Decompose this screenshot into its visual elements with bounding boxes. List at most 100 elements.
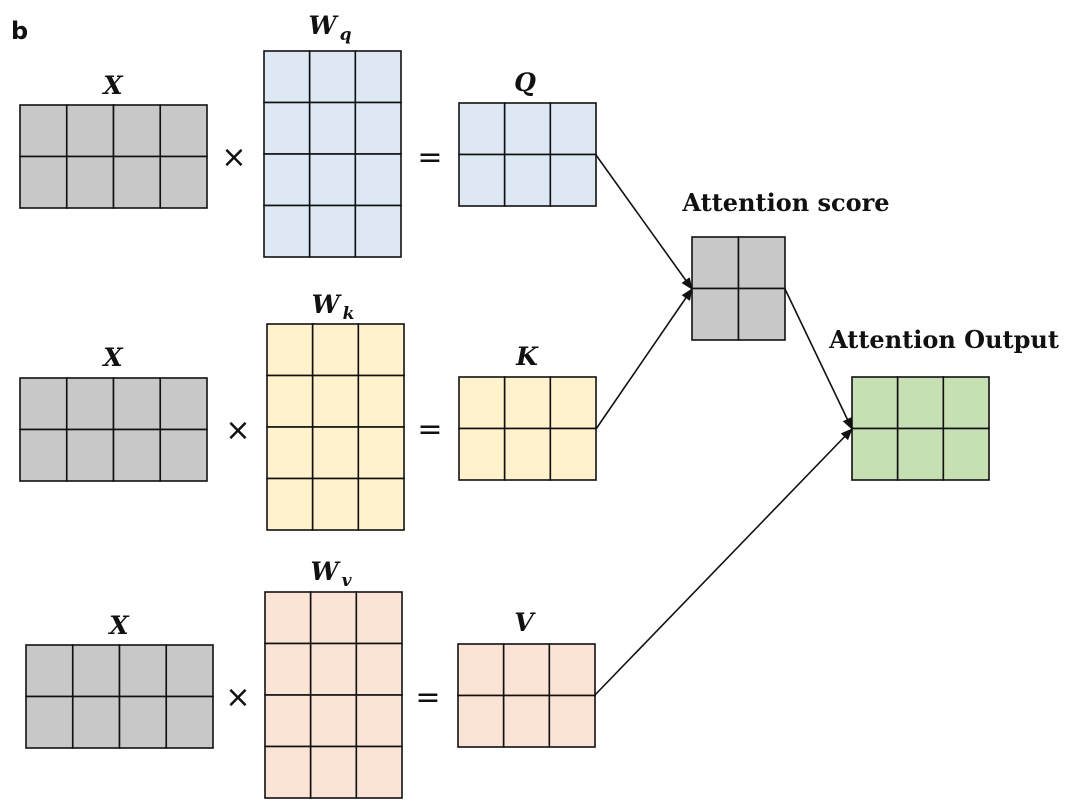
matrix-cell (354, 204, 402, 258)
matrix-cell (159, 428, 208, 482)
input-matrix (19, 104, 208, 209)
key-matrix (458, 376, 597, 481)
matrix-cell (458, 376, 506, 430)
input-matrix-label: X (101, 71, 124, 100)
matrix-cell (311, 323, 360, 377)
attention-output-title: Attention Output (828, 325, 1059, 354)
query-weight-matrix (263, 50, 402, 258)
matrix-cell (851, 376, 899, 430)
matrix-cell (354, 153, 402, 207)
matrix-cell (311, 426, 360, 480)
input-matrix (19, 377, 208, 482)
attention-score-matrix (691, 236, 786, 341)
weight-matrix-subscript: q (340, 25, 352, 45)
query-matrix-label: Q (514, 68, 536, 97)
matrix-cell (264, 694, 312, 748)
matrix-cell (549, 427, 597, 481)
multiply-sign: × (225, 680, 250, 715)
score-to-output-arrow (784, 288, 853, 430)
multiply-sign: × (225, 413, 250, 448)
matrix-cell (112, 428, 162, 482)
equals-sign: = (415, 680, 440, 715)
matrix-cell (942, 427, 990, 481)
matrix-cell (355, 642, 403, 696)
equals-sign: = (417, 140, 442, 175)
matrix-cell (266, 426, 314, 480)
matrix-cell (65, 377, 115, 431)
matrix-cell (263, 153, 311, 207)
matrix-cell (503, 376, 552, 430)
matrix-cell (311, 374, 360, 428)
matrix-cell (942, 376, 990, 430)
weight-matrix-label-main: W (312, 290, 343, 319)
matrix-cell (266, 323, 314, 377)
matrix-cell (65, 104, 115, 158)
matrix-cell (112, 104, 162, 158)
matrix-cell (896, 427, 945, 481)
matrix-cell (19, 377, 68, 431)
equals-sign: = (417, 412, 442, 447)
matrix-cell (691, 236, 740, 290)
matrix-cell (264, 745, 312, 799)
matrix-cell (457, 643, 505, 697)
matrix-cell (548, 694, 596, 748)
key-matrix-label: K (515, 342, 539, 371)
weight-matrix-label-main: W (311, 557, 342, 586)
matrix-cell (308, 204, 357, 258)
weight-matrix-label-main: W (309, 11, 340, 40)
matrix-cell (159, 155, 208, 209)
matrix-cell (25, 644, 74, 698)
matrix-cell (118, 695, 168, 749)
input-matrix-label: X (107, 611, 130, 640)
value-matrix (457, 643, 596, 748)
matrix-cell (549, 153, 597, 207)
matrix-cell (264, 642, 312, 696)
matrix-cell (357, 477, 405, 531)
matrix-cell (458, 102, 506, 156)
matrix-cell (502, 694, 551, 748)
matrix-cell (112, 377, 162, 431)
matrix-cell (65, 428, 115, 482)
matrix-cell (263, 204, 311, 258)
matrix-cell (851, 427, 899, 481)
matrix-cell (263, 50, 311, 104)
matrix-cell (266, 477, 314, 531)
matrix-cell (264, 591, 312, 645)
panel-label: b (11, 17, 28, 45)
value-to-output-arrow (593, 428, 853, 697)
matrix-cell (309, 745, 358, 799)
matrix-cell (458, 427, 506, 481)
input-matrix-label: X (101, 343, 124, 372)
matrix-cell (691, 287, 740, 341)
matrix-cell (503, 427, 552, 481)
matrix-cell (308, 50, 357, 104)
matrix-cell (354, 101, 402, 155)
matrix-cell (25, 695, 74, 749)
weight-matrix-subscript: k (343, 304, 355, 324)
matrix-cell (19, 104, 68, 158)
matrix-cell (165, 695, 214, 749)
matrix-cell (165, 644, 214, 698)
matrix-cell (737, 287, 786, 341)
matrix-cell (355, 745, 403, 799)
matrix-cell (502, 643, 551, 697)
matrix-cell (357, 323, 405, 377)
matrix-cell (357, 426, 405, 480)
matrix-cell (309, 694, 358, 748)
matrix-cell (159, 104, 208, 158)
value-matrix-label: V (514, 608, 536, 637)
query-matrix (458, 102, 597, 207)
weight-matrix-subscript: v (342, 571, 353, 591)
matrix-cell (19, 428, 68, 482)
matrix-cell (355, 694, 403, 748)
matrix-cell (308, 153, 357, 207)
matrix-cell (549, 102, 597, 156)
matrix-cell (19, 155, 68, 209)
matrix-cell (548, 643, 596, 697)
matrix-cell (549, 376, 597, 430)
